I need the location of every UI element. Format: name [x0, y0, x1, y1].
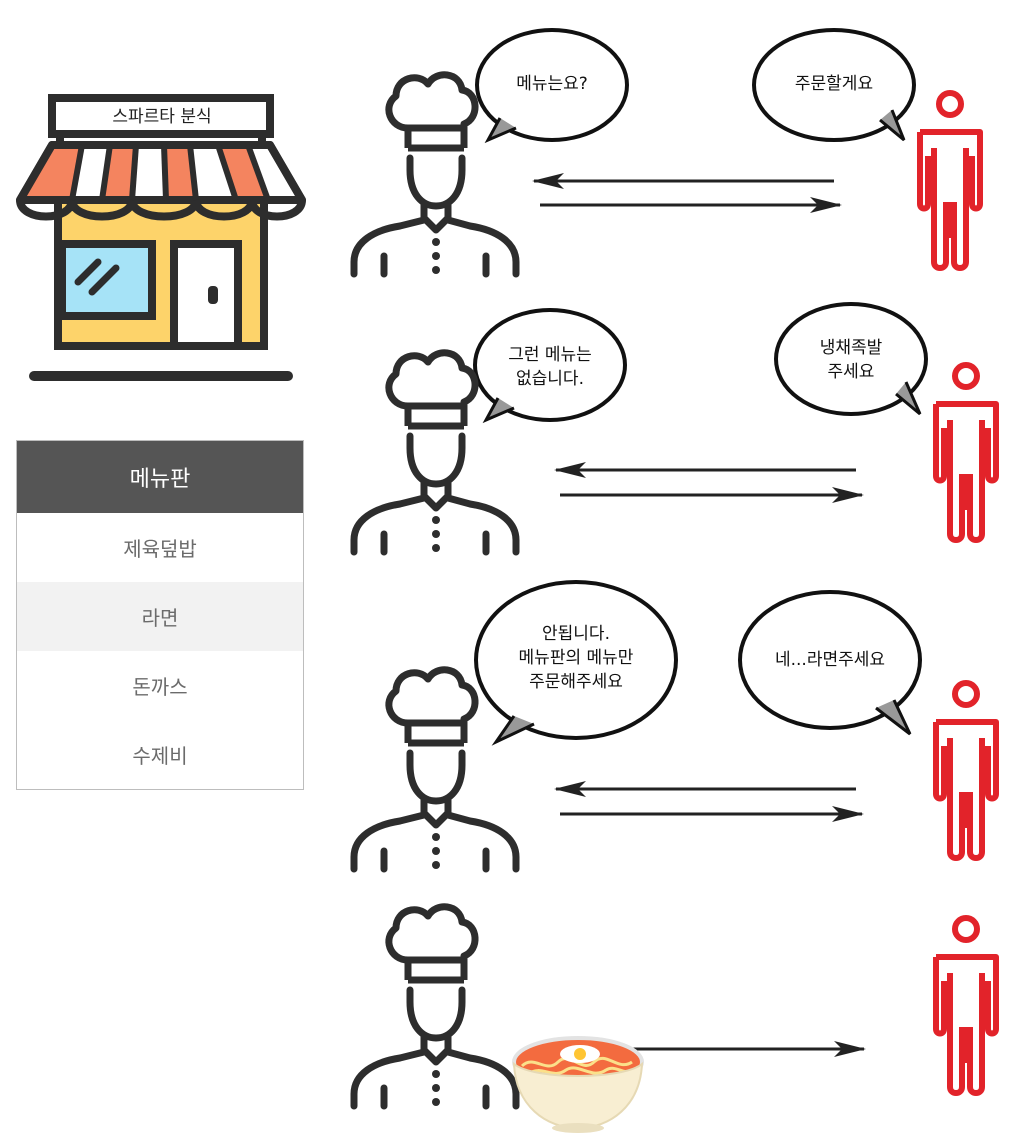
menu-board: 메뉴판 제육덮밥 라면 돈까스 수제비 [16, 440, 304, 790]
menu-item: 수제비 [132, 744, 188, 768]
speech-bubble-customer-1 [752, 28, 916, 142]
customer-icon [920, 93, 980, 268]
chef-icon [354, 907, 516, 1106]
speech-bubble-customer-3 [738, 590, 922, 736]
speech-bubble-chef-1 [475, 28, 629, 144]
customer-speech-text: 냉채족발 주세요 [819, 338, 883, 382]
chef-speech-text: 안됩니다. 메뉴판의 메뉴만 주문해주세요 [518, 624, 634, 692]
customer-speech-text: 주문할게요 [794, 74, 874, 94]
customer-icon [936, 683, 996, 858]
customer-icon [936, 918, 996, 1093]
arrows-scene-1 [532, 173, 842, 213]
customer-speech-text: 네...라면주세요 [774, 650, 886, 670]
chef-speech-text: 메뉴는요? [516, 74, 588, 94]
shop-illustration [16, 94, 306, 381]
speech-bubble-chef-3 [474, 580, 678, 746]
arrows-scene-3 [554, 781, 864, 822]
menu-item: 제육덮밥 [123, 537, 197, 561]
menu-item: 돈까스 [132, 675, 188, 699]
chef-speech-text: 그런 메뉴는 없습니다. [508, 345, 592, 389]
shop-sign: 스파르타 분식 [112, 107, 212, 127]
speech-bubble-customer-2 [774, 302, 928, 416]
ramen-bowl-icon [512, 1036, 644, 1133]
customer-icon [936, 365, 996, 540]
menu-item: 라면 [17, 582, 303, 651]
speech-bubble-chef-2 [473, 308, 627, 424]
arrows-scene-2 [554, 462, 864, 503]
menu-board-title: 메뉴판 [17, 441, 303, 513]
